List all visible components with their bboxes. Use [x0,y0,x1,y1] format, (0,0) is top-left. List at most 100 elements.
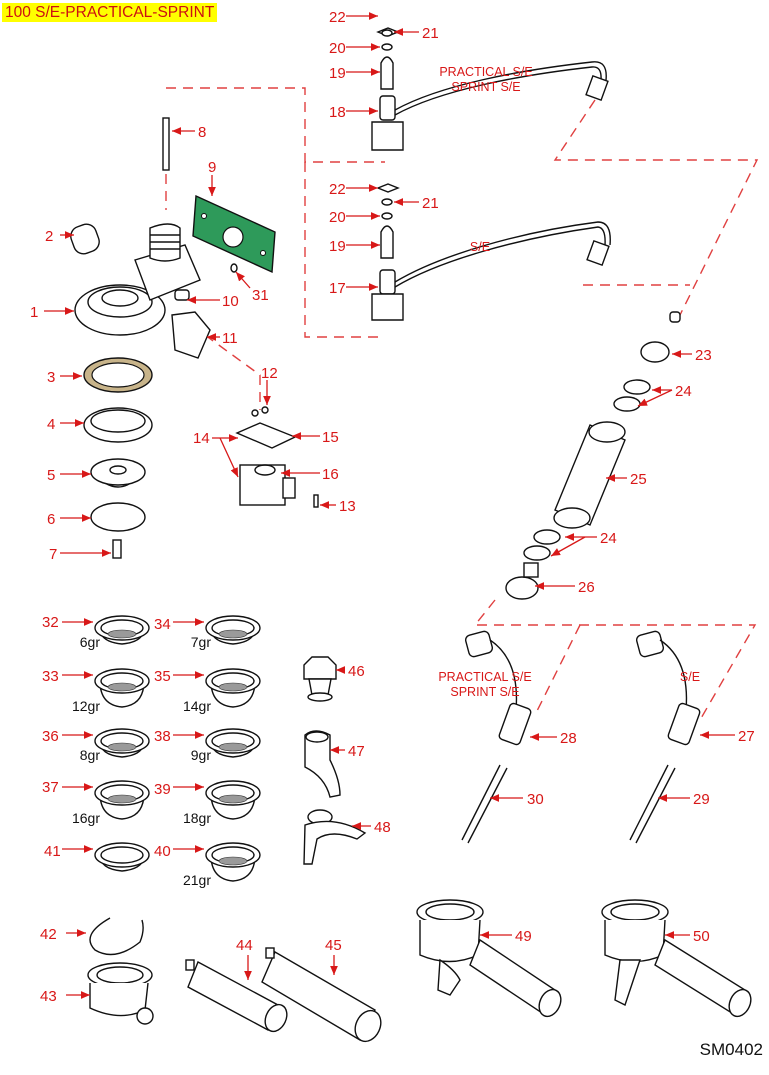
part-label-45: 45 [325,937,342,954]
part-label-11: 11 [222,330,238,347]
part-label-7: 7 [49,546,57,563]
handle-part-44 [185,959,288,1033]
pipe-assembly-top [371,27,609,151]
part-label-19-top: 19 [329,65,346,82]
part-label-3: 3 [47,369,55,386]
spout-part-47 [304,730,341,798]
part-label-39: 39 [154,781,171,798]
part-label-18: 18 [329,104,346,121]
part-label-42: 42 [40,926,57,943]
part-label-19-mid: 19 [329,238,346,255]
basket-dose-label: 6gr [80,634,101,650]
solenoid-valve-part-14 [235,406,319,508]
handle-part-45 [261,947,382,1043]
group-head-body [70,223,201,336]
part-label-20-mid: 20 [329,209,346,226]
part-label-17: 17 [329,280,346,297]
filter-basket-39: 18gr [173,780,261,826]
filter-basket-37: 16gr [62,780,150,826]
part-number-labels: 1 2 3 4 5 6 7 8 9 10 11 12 13 14 15 16 1… [30,9,755,1005]
part-label-29: 29 [693,791,710,808]
portafilter-body-part-43 [87,962,154,1025]
spout-part-48 [303,809,367,865]
part-label-44: 44 [236,937,253,954]
basket-dose-label: 7gr [191,634,212,650]
part-label-14: 14 [193,430,210,447]
part-label-16: 16 [322,466,339,483]
gasket-ring-part-3 [83,357,153,393]
basket-dose-label: 14gr [183,698,211,714]
part-label-32: 32 [42,614,59,631]
part-label-25: 25 [630,471,647,488]
part-label-31: 31 [252,287,269,304]
note-right-wand: S/E [680,670,700,684]
part-label-40: 40 [154,843,171,860]
filter-basket-41 [62,842,150,872]
pipe-assembly-middle [371,183,611,321]
part-label-26: 26 [578,579,595,596]
part-label-2: 2 [45,228,53,245]
spring-clip-part-42 [89,917,144,956]
part-label-24-lower: 24 [600,530,617,547]
part-label-21-mid: 21 [422,195,439,212]
basket-dose-label: 12gr [72,698,100,714]
screw-part-7 [112,539,122,559]
part-label-50: 50 [693,928,710,945]
part-label-35: 35 [154,668,171,685]
part-label-49: 49 [515,928,532,945]
filter-basket-grid: 6gr 7gr 12gr 14gr 8gr 9gr 16gr 18gr 21gr [62,615,261,888]
assembly-guide-lines [165,87,759,721]
part-label-43: 43 [40,988,57,1005]
portafilter-part-49 [416,899,562,1018]
ring-part-4 [83,407,153,443]
part-label-10: 10 [222,293,239,310]
part-label-46: 46 [348,663,365,680]
leader-lines [44,12,735,999]
basket-dose-label: 21gr [183,872,211,888]
diagram-title: 100 S/E-PRACTICAL-SPRINT [2,3,218,22]
block-part-11 [171,311,211,359]
part-label-33: 33 [42,668,59,685]
part-label-27: 27 [738,728,755,745]
part-label-47: 47 [348,743,365,760]
part-label-4: 4 [47,416,55,433]
steam-wand-right [629,630,701,844]
part-label-22-mid: 22 [329,181,346,198]
part-label-48: 48 [374,819,391,836]
part-label-9: 9 [208,159,216,176]
filter-basket-32: 6gr [62,615,150,650]
filter-basket-36: 8gr [62,728,150,763]
shower-screen-part-6 [90,502,146,532]
part-label-41: 41 [44,843,61,860]
steam-wand-left [461,630,532,844]
rod-part-8 [162,117,170,171]
part-label-1: 1 [30,304,38,321]
portafilter-part-50 [601,899,752,1018]
basket-dose-label: 18gr [183,810,211,826]
part-label-36: 36 [42,728,59,745]
part-label-37: 37 [42,779,59,796]
part-label-13: 13 [339,498,356,515]
part-label-5: 5 [47,467,55,484]
drawing-code: SM0402 [699,1040,763,1059]
part-label-12: 12 [261,365,278,382]
basket-dose-label: 8gr [80,747,101,763]
filter-basket-34: 7gr [173,615,261,650]
part-label-6: 6 [47,511,55,528]
gasket-plate-part-9 [192,194,276,274]
filter-basket-35: 14gr [173,668,261,714]
part-label-30: 30 [527,791,544,808]
filter-basket-38: 9gr [173,728,261,763]
basket-dose-label: 9gr [191,747,212,763]
part-label-20-top: 20 [329,40,346,57]
part-label-8: 8 [198,124,206,141]
part-label-38: 38 [154,728,171,745]
filter-basket-33: 12gr [62,668,150,714]
washer-part-31 [230,263,238,273]
part-label-28: 28 [560,730,577,747]
spout-part-46 [303,656,337,702]
